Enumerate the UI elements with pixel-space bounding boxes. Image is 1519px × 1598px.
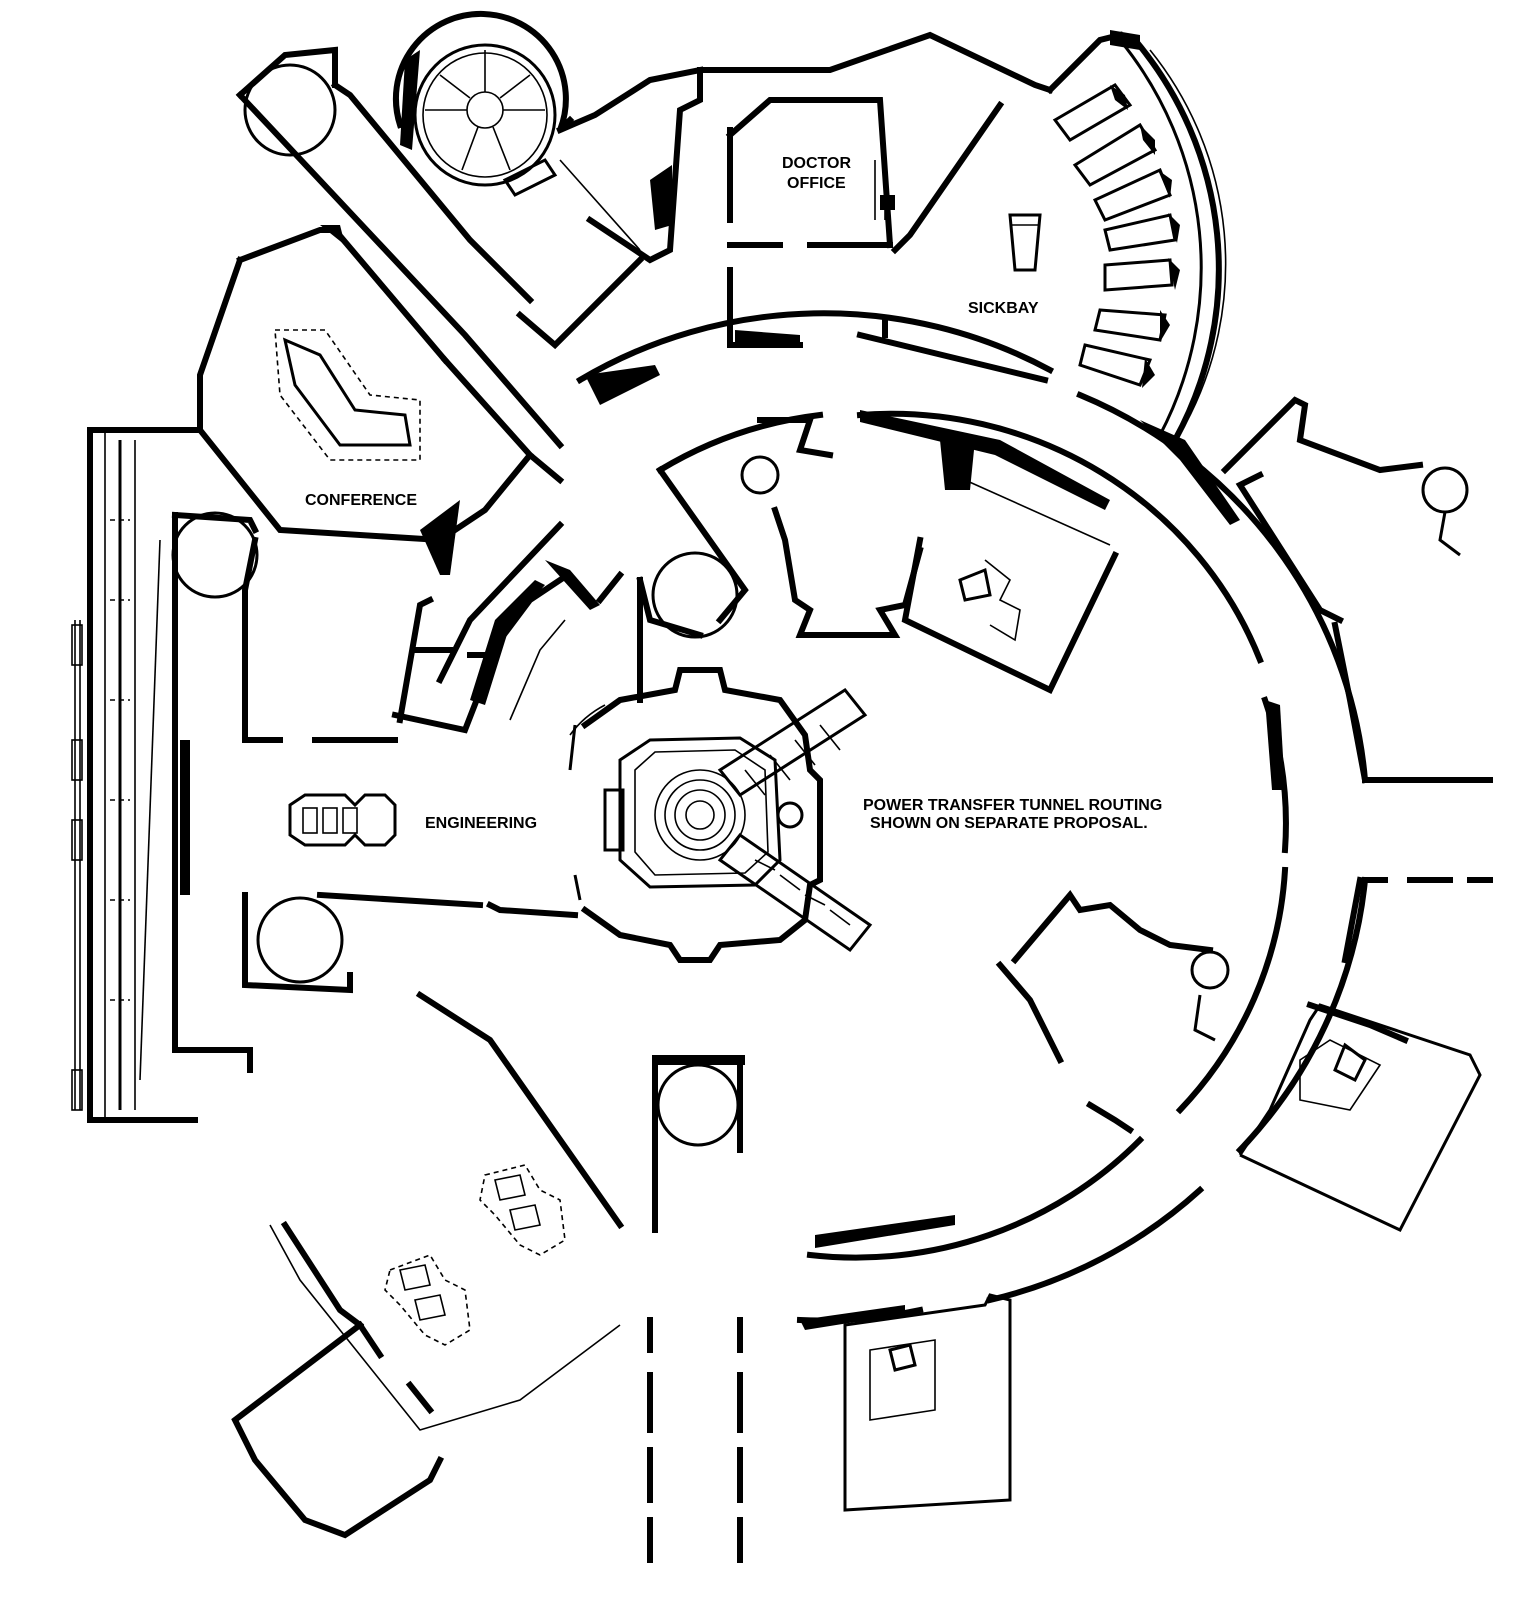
nw-end-room — [235, 46, 338, 157]
room-labels: DOCTOR OFFICE SICKBAY CONFERENCE ENGINEE… — [305, 155, 1162, 832]
upper-lab — [515, 66, 703, 350]
biobed-1 — [1052, 83, 1133, 142]
engineering-wing — [171, 511, 873, 1073]
doctor-office-label-line1: DOCTOR — [782, 155, 851, 172]
inner-lab-north — [636, 417, 1120, 703]
left-machinery-strip — [71, 427, 203, 1123]
console-chair — [958, 559, 1021, 642]
doctor-office-label-line2: OFFICE — [787, 175, 846, 192]
main-ring-corridor — [575, 310, 1369, 1330]
exam-table — [1008, 213, 1042, 272]
power-tunnel-note-line2: SHOWN ON SEPARATE PROPOSAL. — [870, 815, 1148, 832]
warp-core-chamber — [568, 667, 873, 963]
round-chamber-north — [392, 10, 575, 197]
engineering-console — [288, 793, 397, 847]
spoke-corridors — [235, 80, 1493, 1563]
doctor-office-room — [697, 31, 1054, 384]
power-tunnel-note-line1: POWER TRANSFER TUNNEL ROUTING — [863, 797, 1162, 814]
sickbay-label: SICKBAY — [968, 300, 1039, 317]
gantry-upper — [717, 688, 868, 797]
biobed-5 — [1103, 258, 1180, 292]
bay-console-1 — [479, 1164, 566, 1256]
east-room-upper — [1220, 396, 1469, 784]
engineering-label: ENGINEERING — [425, 815, 537, 832]
east-room-lower — [995, 890, 1482, 1232]
gantry-lower — [717, 832, 873, 953]
conference-table — [274, 329, 421, 461]
south-east-room — [843, 1293, 1012, 1512]
conference-label: CONFERENCE — [305, 492, 417, 509]
biobed-6 — [1093, 308, 1170, 342]
biobed-2 — [1072, 122, 1158, 187]
conference-room — [197, 225, 535, 575]
south-airlock — [652, 1055, 745, 1233]
biobed-3 — [1092, 167, 1172, 222]
biobed-7 — [1078, 343, 1155, 388]
biobed-4 — [1103, 213, 1180, 252]
south-west-bay — [231, 1164, 621, 1539]
sickbay-room — [1008, 30, 1227, 445]
bay-console-2 — [384, 1254, 471, 1346]
